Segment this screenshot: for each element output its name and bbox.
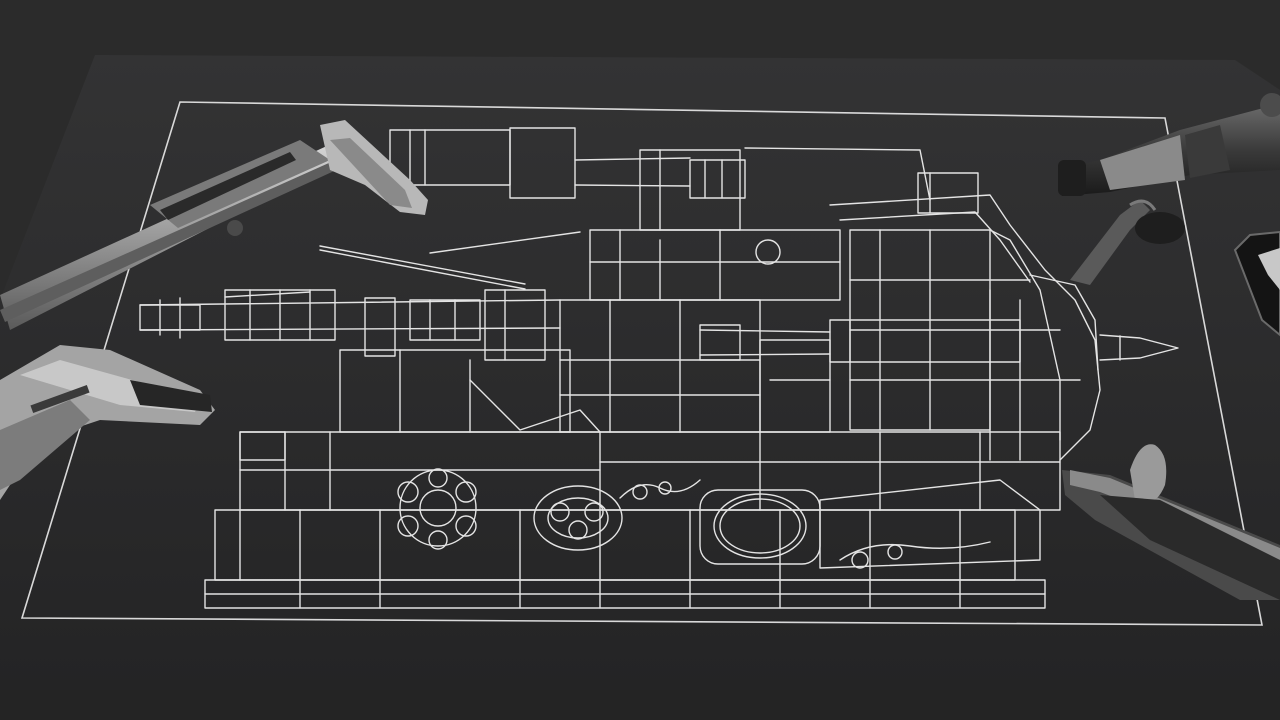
blueprint-frame	[20, 101, 1263, 626]
metal-clip	[1070, 199, 1185, 285]
vernier-caliper-bottom	[0, 345, 215, 500]
wrench	[1062, 444, 1280, 600]
micrometer	[1058, 93, 1280, 196]
vernier-caliper-top	[0, 120, 428, 330]
desk-edge	[0, 690, 1280, 720]
mechanical-drawing	[139, 127, 1179, 609]
smartphone	[1233, 230, 1280, 337]
